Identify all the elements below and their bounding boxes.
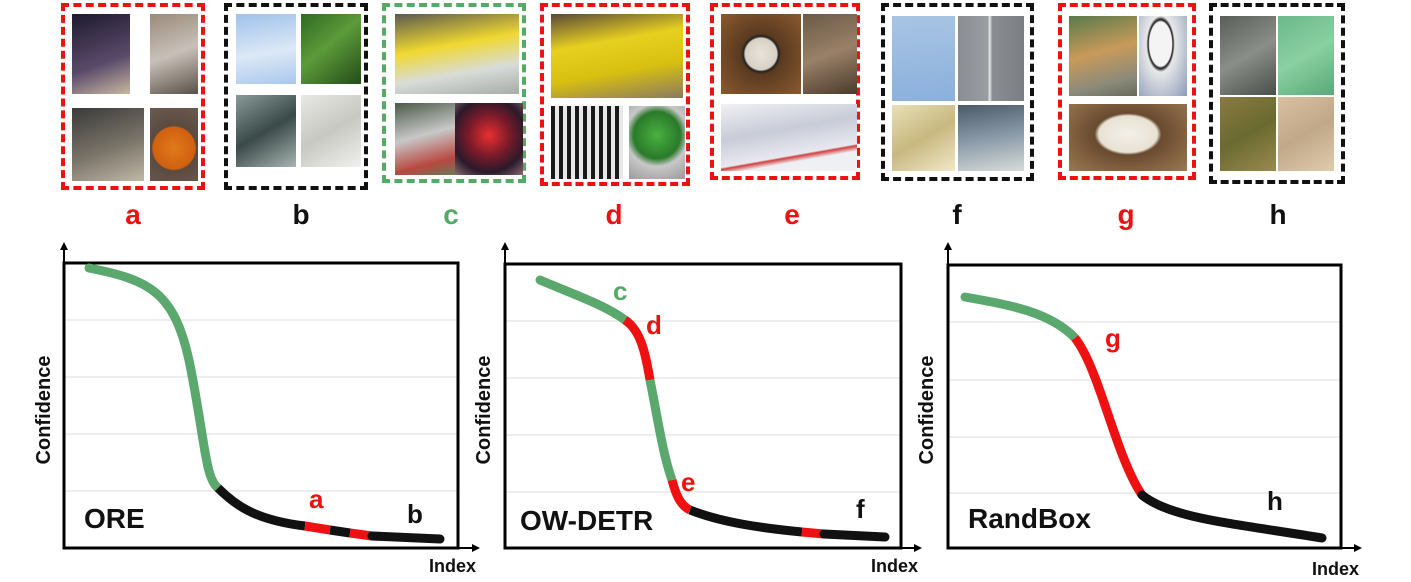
skier-thumbnail	[721, 104, 857, 171]
surfboard-thumbnail	[395, 14, 519, 94]
curve-label-f: f	[856, 494, 865, 524]
zebra-thumbnail	[551, 106, 623, 179]
group-label-f: f	[952, 199, 962, 230]
leaves-thumbnail	[301, 14, 361, 84]
image-group-b	[224, 3, 368, 190]
method-title-ow-detr: OW-DETR	[520, 505, 653, 536]
owdetr-background-segment	[688, 505, 803, 537]
curve-label-h: h	[1267, 486, 1283, 516]
ore-background-segment	[214, 484, 306, 531]
moss-texture-thumbnail	[1220, 97, 1276, 171]
orange-thumbnail	[150, 108, 198, 181]
sand-texture-thumbnail	[1278, 97, 1334, 171]
ore-background-segment	[329, 525, 351, 538]
bowl-thumbnail	[1069, 104, 1187, 171]
x-axis-label: Index	[871, 556, 918, 576]
image-group-d	[540, 3, 690, 186]
bananas-thumbnail	[551, 14, 683, 98]
ore-known-segment	[84, 263, 223, 493]
image-group-h	[1209, 3, 1345, 184]
green-texture-thumbnail	[1278, 16, 1334, 95]
randbox-background-segment	[1137, 490, 1327, 543]
image-group-g	[1058, 3, 1196, 180]
group-label-c: c	[443, 199, 459, 230]
plot-ore: a b ORE Confidence Index	[33, 242, 480, 576]
ore-unknown-segment	[304, 521, 331, 535]
image-group-c	[382, 3, 526, 183]
tv-thumbnail	[455, 103, 523, 175]
y-axis-label: Confidence	[916, 356, 938, 465]
group-label-e: e	[784, 199, 800, 230]
curve-label-a: a	[309, 484, 324, 514]
blue-sky-thumbnail	[892, 16, 955, 101]
giraffe-thumbnail	[1069, 16, 1137, 96]
group-label-g: g	[1117, 199, 1135, 230]
horse-thumbnail	[395, 103, 455, 175]
cell-phone-thumbnail	[150, 14, 198, 94]
curve-label-e: e	[681, 467, 695, 497]
tree-thumbnail	[236, 95, 296, 167]
method-title-ore: ORE	[84, 503, 145, 534]
owdetr-known-segment	[645, 379, 677, 482]
sky-thumbnail	[236, 14, 296, 84]
owdetr-known-segment	[535, 275, 630, 325]
plot-ow-detr: c d e f OW-DETR Confidence Index	[473, 242, 922, 576]
x-axis-label: Index	[429, 556, 476, 576]
teddy-bear-thumbnail	[72, 14, 130, 94]
ore-background-segment	[367, 531, 445, 544]
owdetr-background-segment	[819, 529, 890, 542]
owdetr-unknown-segment	[667, 478, 693, 515]
randbox-unknown-segment	[1071, 335, 1146, 498]
method-title-randbox: RandBox	[968, 503, 1091, 534]
clock-thumbnail	[721, 14, 801, 94]
owdetr-unknown-segment	[622, 316, 655, 381]
laptop-screen-thumbnail	[629, 106, 685, 179]
image-group-f	[881, 3, 1034, 181]
group-label-d: d	[605, 199, 623, 230]
tennis-racket-thumbnail	[1139, 16, 1187, 96]
image-group-e	[710, 3, 860, 180]
plot-randbox: g h RandBox Confidence Index	[916, 242, 1362, 579]
y-axis-label: Confidence	[33, 356, 55, 465]
group-label-a: a	[125, 199, 141, 230]
curve-label-d: d	[646, 310, 662, 340]
elephant-thumbnail	[803, 14, 857, 94]
ground-thumbnail	[892, 105, 955, 171]
snow-thumbnail	[301, 95, 361, 167]
group-label-h: h	[1269, 199, 1287, 230]
group-label-b: b	[292, 199, 310, 230]
curve-label-g: g	[1105, 323, 1121, 353]
water-thumbnail	[958, 105, 1024, 171]
laptop-thumbnail	[72, 108, 144, 181]
x-axis-label: Index	[1312, 559, 1359, 579]
curve-label-b: b	[407, 499, 423, 529]
image-group-a	[61, 3, 205, 190]
curve-label-c: c	[613, 276, 627, 306]
y-axis-label: Confidence	[473, 356, 495, 465]
stone-texture-thumbnail	[1220, 16, 1276, 95]
gray-surface-thumbnail	[958, 16, 1024, 101]
randbox-known-segment	[960, 292, 1080, 343]
